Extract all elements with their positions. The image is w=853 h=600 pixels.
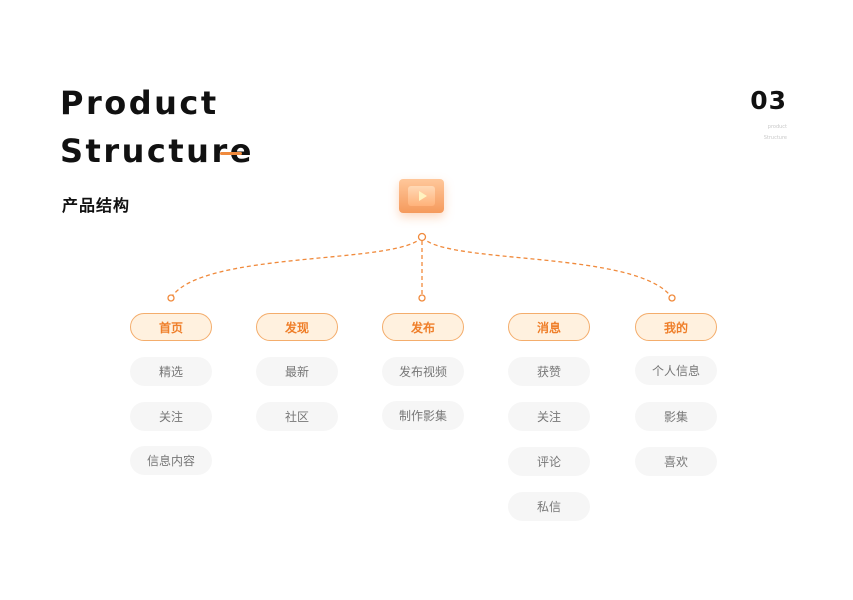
node-publish: 发布	[382, 313, 464, 341]
title-accent-line	[220, 152, 242, 155]
sub-item: 最新	[256, 357, 338, 386]
connector-left	[170, 236, 423, 299]
root-dot	[417, 232, 427, 242]
node-me: 我的	[635, 313, 717, 341]
leaf-dot-1	[167, 294, 175, 302]
page-caption-structure: Structure	[763, 135, 787, 141]
chinese-subtitle: 产品结构	[62, 196, 131, 215]
leaf-dot-3	[418, 294, 426, 302]
connector-right	[421, 236, 673, 299]
sub-item: 喜欢	[635, 447, 717, 476]
sub-item: 关注	[508, 402, 590, 431]
sub-item: 社区	[256, 402, 338, 431]
sub-item: 精选	[130, 357, 212, 386]
sub-item: 影集	[635, 402, 717, 431]
node-home: 首页	[130, 313, 212, 341]
sub-item: 关注	[130, 402, 212, 431]
play-icon-screen	[408, 186, 435, 206]
sub-item: 私信	[508, 492, 590, 521]
sub-item: 信息内容	[130, 446, 212, 475]
page-caption-product: product	[767, 124, 787, 130]
page-number: 03	[750, 86, 787, 115]
sub-item: 获赞	[508, 357, 590, 386]
node-messages: 消息	[508, 313, 590, 341]
title-structure: Structure	[60, 132, 254, 170]
node-discover: 发现	[256, 313, 338, 341]
leaf-dot-5	[668, 294, 676, 302]
sub-item: 评论	[508, 447, 590, 476]
sub-item: 发布视频	[382, 357, 464, 386]
play-triangle	[419, 191, 427, 201]
sub-item: 制作影集	[382, 401, 464, 430]
title-product: Product	[60, 84, 219, 122]
play-icon	[399, 179, 444, 213]
sub-item: 个人信息	[635, 356, 717, 385]
